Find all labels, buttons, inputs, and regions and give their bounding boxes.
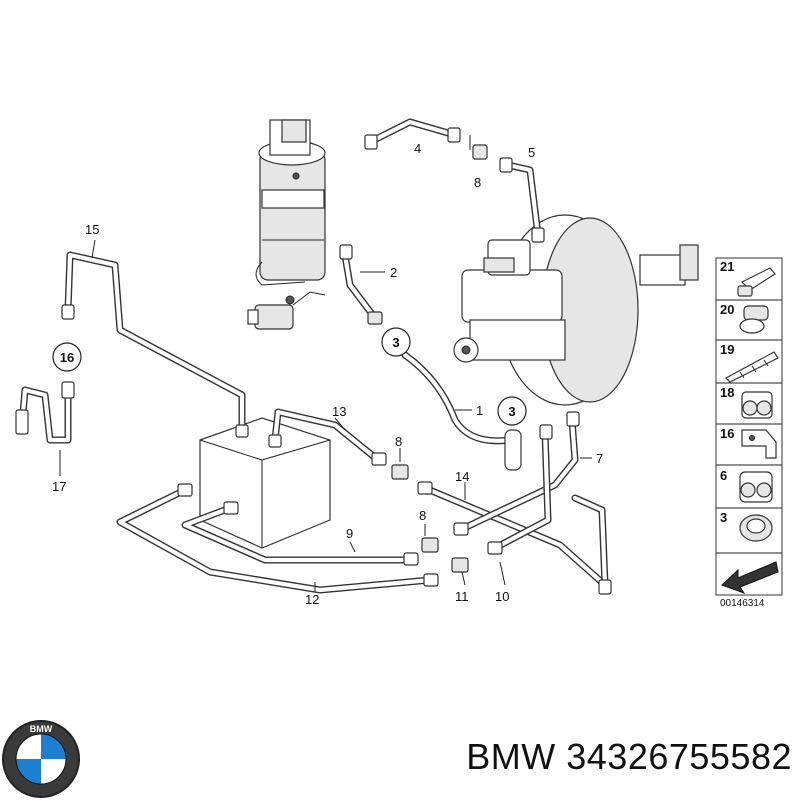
callout-16: 16 xyxy=(60,350,74,365)
panel-item-19: 19 xyxy=(720,342,734,357)
master-cylinder-reservoir xyxy=(453,239,566,363)
pressure-accumulator xyxy=(255,119,326,286)
callout-3a: 3 xyxy=(392,335,399,350)
callout-10: 10 xyxy=(495,589,509,604)
diagram-id: 00146314 xyxy=(720,598,765,609)
bracket-16-icon xyxy=(741,429,777,459)
panel-item-6: 6 xyxy=(720,468,727,483)
callout-15: 15 xyxy=(85,222,99,237)
callout-7: 7 xyxy=(596,451,603,466)
leader-lines xyxy=(59,135,592,592)
callout-13: 13 xyxy=(332,404,346,419)
svg-text:BMW: BMW xyxy=(30,724,53,734)
hydraulic-unit xyxy=(199,417,331,549)
callout-2: 2 xyxy=(390,265,397,280)
callout-3b: 3 xyxy=(508,404,515,419)
callout-11: 11 xyxy=(455,589,469,604)
panel-item-3: 3 xyxy=(720,510,727,525)
arrow-icon xyxy=(721,561,779,594)
callouts: 1 2 3 3 4 5 7 8 8 8 9 10 11 12 13 14 15 … xyxy=(52,141,603,607)
callout-8b: 8 xyxy=(395,434,402,449)
pressure-sensor-plug xyxy=(247,291,326,330)
clip-6-icon xyxy=(739,471,773,503)
clip-20-icon xyxy=(739,305,769,334)
small-parts-panel: 21 20 19 18 16 6 3 xyxy=(715,257,783,596)
panel-item-20: 20 xyxy=(720,302,734,317)
clip-21-icon xyxy=(737,267,776,297)
brake-booster xyxy=(499,214,699,406)
callout-8c: 8 xyxy=(419,508,426,523)
clip-strip-19-icon xyxy=(725,351,779,383)
panel-item-18: 18 xyxy=(720,385,734,400)
callout-3-ring-b xyxy=(497,396,527,426)
callout-12: 12 xyxy=(305,592,319,607)
callout-5: 5 xyxy=(528,145,535,160)
callout-3-ring-a xyxy=(381,327,411,357)
panel-item-16: 16 xyxy=(720,426,734,441)
callout-9: 9 xyxy=(346,526,353,541)
bmw-logo: BMW xyxy=(2,720,80,798)
callout-17: 17 xyxy=(52,479,66,494)
brand-caption: BMW 34326755582 xyxy=(466,736,792,777)
grommet-3-icon xyxy=(739,514,773,542)
pipe-fittings xyxy=(15,127,612,595)
callout-14: 14 xyxy=(455,469,469,484)
callout-4: 4 xyxy=(414,141,421,156)
callout-16-ring xyxy=(52,342,82,372)
clip-18-icon xyxy=(741,391,773,419)
brake-pipes xyxy=(18,118,609,594)
callout-1: 1 xyxy=(476,403,483,418)
callout-8a: 8 xyxy=(474,175,481,190)
panel-item-21: 21 xyxy=(720,259,734,274)
